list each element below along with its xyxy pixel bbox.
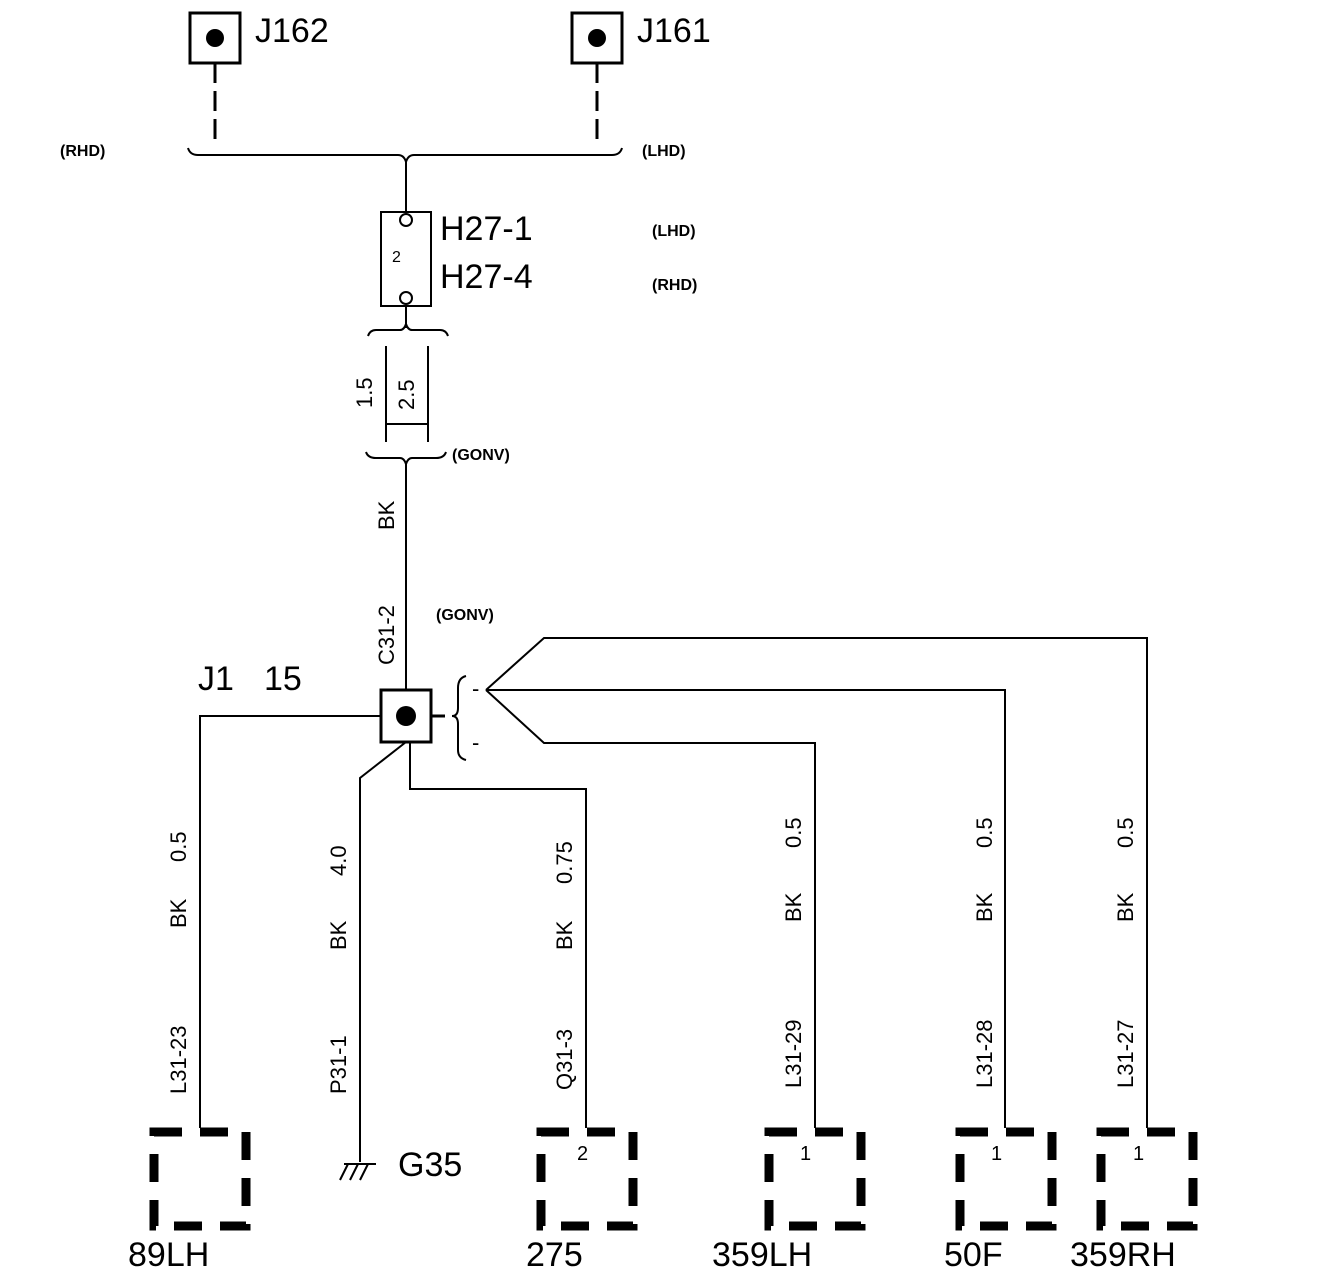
drop-359lh: 0.5 BK L31-29 1 359LH: [712, 817, 866, 1274]
main-wire: BK C31-2 (GONV): [374, 464, 494, 690]
connector-note-lhd: (LHD): [652, 223, 696, 240]
drop-359lh-pin: L31-29: [781, 1019, 806, 1088]
connector-label-h27-4: H27-4: [440, 258, 533, 296]
branch-fanout: [485, 637, 1148, 1128]
gauge-1-5: 1.5: [352, 377, 377, 408]
jumper-j161-label: J161: [637, 12, 711, 50]
component-89lh-label: 89LH: [128, 1236, 209, 1274]
splice-name: J1: [198, 660, 234, 698]
drop-50f-pin: L31-28: [972, 1019, 997, 1088]
jumper-j161: J161: [570, 11, 711, 145]
conv-note-top: (GONV): [452, 447, 510, 464]
drop-275-color: BK: [552, 920, 577, 950]
component-359rh-label: 359RH: [1070, 1236, 1176, 1274]
drop-89lh-color: BK: [166, 898, 191, 928]
drop-g35: 4.0 BK P31-1 G35: [326, 741, 462, 1184]
main-wire-color: BK: [374, 500, 399, 530]
branch-plus: -: [472, 676, 479, 701]
drop-g35-pin: P31-1: [326, 1035, 351, 1094]
component-359lh: [764, 1127, 866, 1231]
connector-h27: 2 H27-1 H27-4 (LHD) (RHD): [380, 210, 697, 307]
wire-bundle: 1.5 2.5 (GONV): [352, 306, 510, 468]
drop-275-pin: Q31-3: [552, 1029, 577, 1090]
component-359lh-pin-number: 1: [800, 1143, 811, 1165]
drop-359lh-color: BK: [781, 892, 806, 922]
drop-50f-color: BK: [972, 892, 997, 922]
jumper-j162: J162: [188, 11, 329, 145]
splice-j1: J1 15 - -: [198, 660, 479, 761]
component-50f-pin-number: 1: [991, 1143, 1002, 1165]
connector-label-h27-1: H27-1: [440, 210, 533, 248]
main-wire-pin: C31-2: [374, 605, 399, 665]
splice-number: 15: [264, 660, 302, 698]
component-89lh: [149, 1127, 251, 1231]
drop-50f-gauge: 0.5: [972, 817, 997, 848]
drop-89lh-pin: L31-23: [166, 1025, 191, 1094]
component-275-label: 275: [526, 1236, 583, 1274]
ground-icon: [339, 1163, 376, 1181]
drop-50f: 0.5 BK L31-28 1 50F: [944, 817, 1057, 1274]
component-275: [536, 1127, 638, 1231]
component-50f-label: 50F: [944, 1236, 1003, 1274]
drop-359rh-gauge: 0.5: [1113, 817, 1138, 848]
component-275-pin-number: 2: [577, 1143, 588, 1165]
drop-89lh-gauge: 0.5: [166, 831, 191, 862]
branch-minus: -: [472, 730, 479, 755]
component-359rh-pin-number: 1: [1133, 1143, 1144, 1165]
top-bracket: (RHD) (LHD): [60, 143, 686, 166]
drop-275: 0.75 BK Q31-3 2 275: [409, 742, 638, 1274]
conv-note-splice: (GONV): [436, 607, 494, 624]
drop-359rh-pin: L31-27: [1113, 1019, 1138, 1088]
component-359lh-label: 359LH: [712, 1236, 812, 1274]
gauge-2-5: 2.5: [394, 379, 419, 410]
ground-g35-label: G35: [398, 1146, 462, 1184]
jumper-j162-label: J162: [255, 12, 329, 50]
drop-359rh: 0.5 BK L31-27 1 359RH: [1070, 817, 1198, 1274]
drop-359lh-gauge: 0.5: [781, 817, 806, 848]
connector-note-rhd: (RHD): [652, 277, 697, 294]
rhd-note: (RHD): [60, 143, 105, 160]
drop-89lh: 0.5 BK L31-23 89LH: [128, 715, 381, 1274]
component-50f: [955, 1127, 1057, 1231]
component-359rh: [1096, 1127, 1198, 1231]
drop-359rh-color: BK: [1113, 892, 1138, 922]
drop-g35-color: BK: [326, 920, 351, 950]
drop-275-gauge: 0.75: [552, 841, 577, 884]
drop-g35-gauge: 4.0: [326, 845, 351, 876]
connector-pin-number: 2: [392, 249, 401, 266]
lhd-note: (LHD): [642, 143, 686, 160]
